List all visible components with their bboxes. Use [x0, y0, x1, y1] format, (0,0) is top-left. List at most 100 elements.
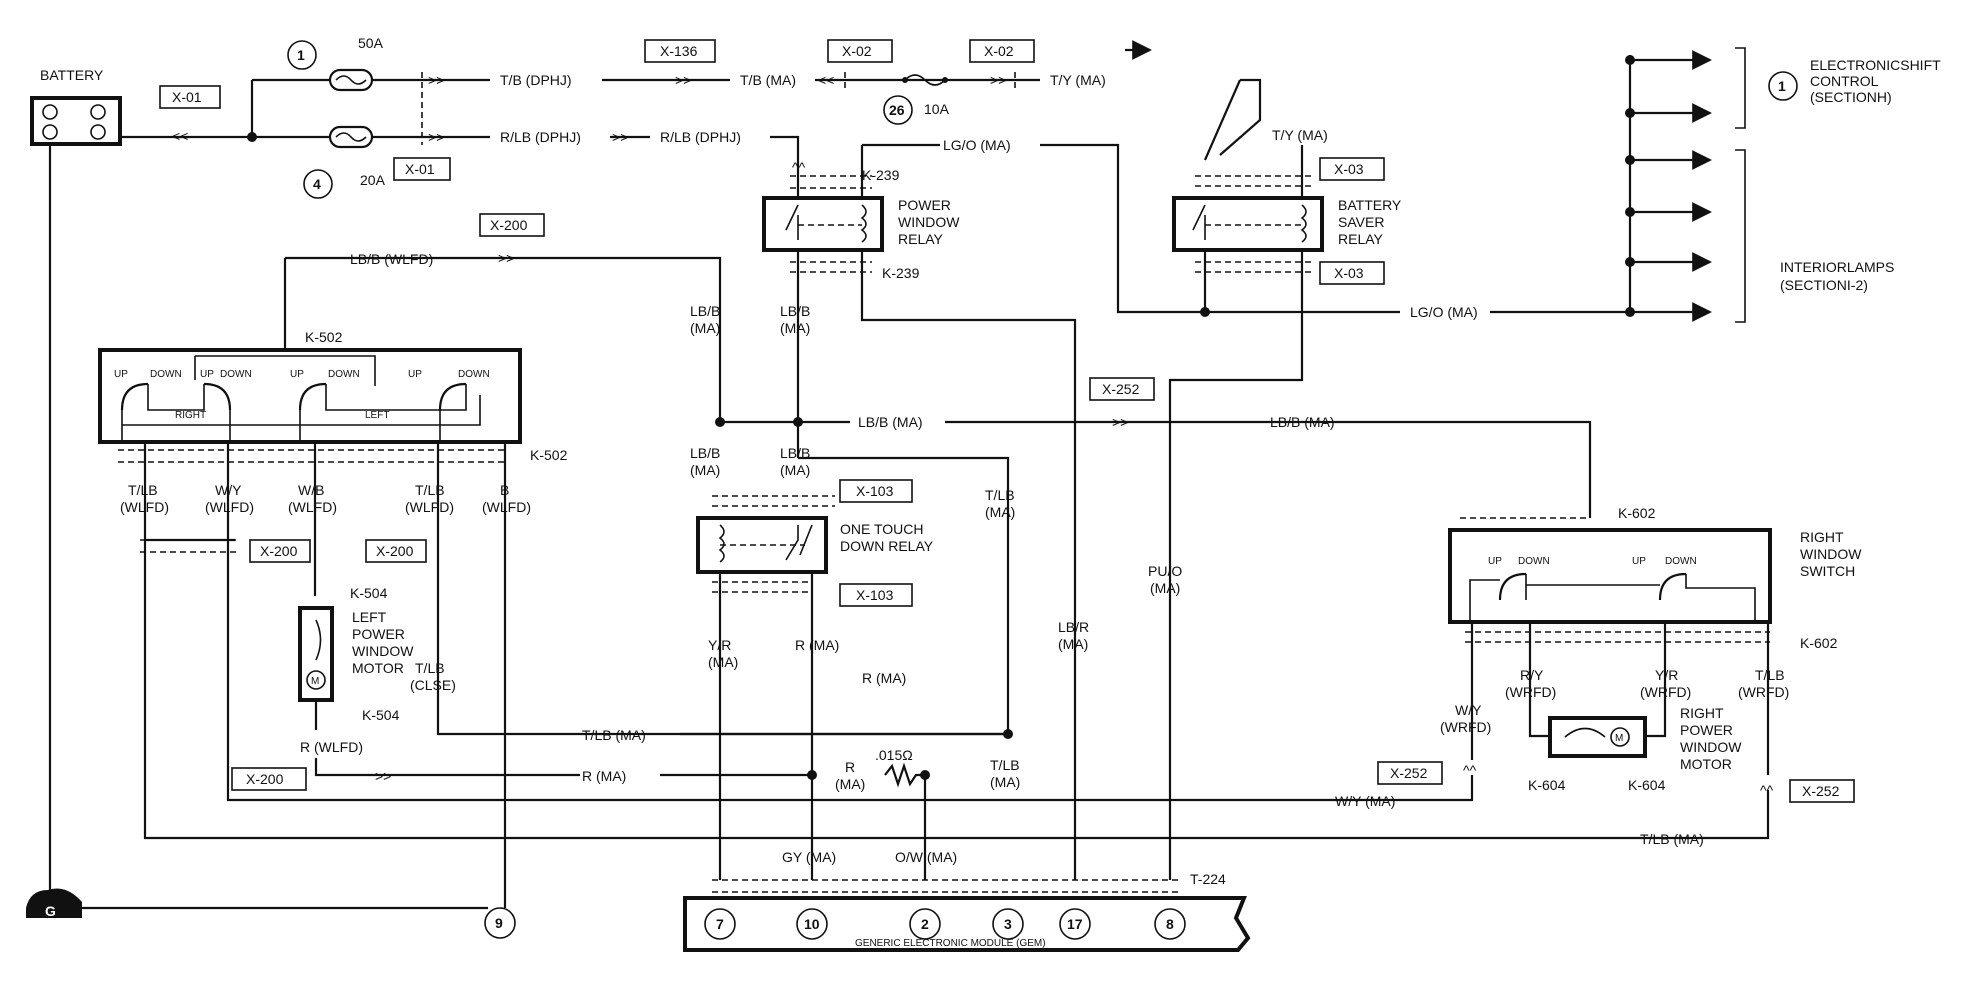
svg-text:10: 10: [804, 916, 820, 932]
svg-text:20A: 20A: [360, 172, 386, 188]
svg-text:Y/R: Y/R: [1655, 667, 1678, 683]
svg-text:R: R: [845, 759, 855, 775]
svg-text:X-01: X-01: [405, 161, 435, 177]
svg-text:T/B (MA): T/B (MA): [740, 72, 796, 88]
svg-text:R (MA): R (MA): [862, 670, 906, 686]
master-window-control-switch: K-502 UP DOWN UP DOWN UP DOWN UP DOWN RI…: [98, 329, 522, 444]
svg-text:WINDOW: WINDOW: [352, 643, 414, 659]
svg-text:(WLFD): (WLFD): [205, 499, 254, 515]
svg-text:(WRFD): (WRFD): [1738, 684, 1789, 700]
svg-text:>>: >>: [428, 129, 444, 145]
svg-text:T/LB (MA): T/LB (MA): [582, 727, 646, 743]
svg-text:2: 2: [921, 916, 929, 932]
battery: BATTERY: [30, 67, 122, 146]
svg-text:T/B (DPHJ): T/B (DPHJ): [500, 72, 572, 88]
svg-text:CONTROL: CONTROL: [1810, 73, 1879, 89]
svg-text:<<: <<: [818, 72, 834, 88]
fuse-10a: [902, 74, 948, 86]
svg-text:10A: 10A: [924, 101, 950, 117]
svg-text:>>: >>: [498, 250, 514, 266]
svg-text:(MA): (MA): [708, 654, 738, 670]
battery-saver-relay: [1172, 196, 1324, 252]
one-touch-down-relay: [696, 516, 828, 574]
svg-text:<<: <<: [172, 128, 188, 144]
svg-text:K-504: K-504: [362, 707, 400, 723]
svg-text:T/LB: T/LB: [1755, 667, 1785, 683]
right-power-window-motor: M: [1548, 716, 1647, 758]
svg-text:(SECTIONI-2): (SECTIONI-2): [1780, 277, 1868, 293]
svg-text:RELAY: RELAY: [898, 231, 944, 247]
svg-text:LB/B (MA): LB/B (MA): [1270, 414, 1335, 430]
svg-text:T/LB: T/LB: [985, 487, 1015, 503]
svg-text:T/LB: T/LB: [415, 482, 445, 498]
svg-text:RELAY: RELAY: [1338, 231, 1384, 247]
svg-text:(WLFD): (WLFD): [288, 499, 337, 515]
svg-text:(CLSE): (CLSE): [410, 677, 456, 693]
svg-text:LB/B: LB/B: [690, 445, 720, 461]
svg-text:R/LB (DPHJ): R/LB (DPHJ): [500, 129, 581, 145]
svg-text:LEFT: LEFT: [352, 609, 387, 625]
fuse-50a: [328, 68, 374, 92]
svg-text:T/Y (MA): T/Y (MA): [1272, 127, 1328, 143]
svg-text:(MA): (MA): [990, 774, 1020, 790]
svg-text:R (MA): R (MA): [582, 768, 626, 784]
connector-x01-a: [159, 85, 221, 109]
svg-text:RIGHT: RIGHT: [175, 410, 206, 421]
svg-text:GY (MA): GY (MA): [782, 849, 836, 865]
svg-text:UP: UP: [114, 369, 128, 380]
svg-text:RIGHT: RIGHT: [1800, 529, 1844, 545]
svg-text:PU/O: PU/O: [1148, 563, 1182, 579]
svg-text:SAVER: SAVER: [1338, 214, 1384, 230]
svg-text:B: B: [500, 482, 509, 498]
svg-text:>>: >>: [990, 72, 1006, 88]
right-window-switch: UP DOWN UP DOWN: [1448, 528, 1772, 624]
svg-text:POWER: POWER: [898, 197, 951, 213]
svg-text:X-03: X-03: [1334, 265, 1364, 281]
svg-text:(WLFD): (WLFD): [120, 499, 169, 515]
svg-text:(WRFD): (WRFD): [1440, 719, 1491, 735]
svg-text:T/LB: T/LB: [990, 757, 1020, 773]
svg-text:>>: >>: [675, 72, 691, 88]
svg-text:^^: ^^: [1463, 762, 1477, 778]
svg-text:WINDOW: WINDOW: [1680, 739, 1742, 755]
svg-text:^^: ^^: [1760, 782, 1774, 798]
svg-text:X-103: X-103: [856, 483, 894, 499]
svg-text:LB/R: LB/R: [1058, 619, 1089, 635]
svg-text:ELECTRONICSHIFT: ELECTRONICSHIFT: [1810, 57, 1941, 73]
svg-text:50A: 50A: [358, 35, 384, 51]
svg-text:ONE TOUCH: ONE TOUCH: [840, 521, 924, 537]
svg-text:4: 4: [313, 176, 321, 192]
svg-text:X-02: X-02: [842, 43, 872, 59]
svg-text:UP: UP: [290, 369, 304, 380]
svg-text:K-602: K-602: [1800, 635, 1838, 651]
svg-text:.015Ω: .015Ω: [875, 747, 913, 763]
svg-text:INTERIORLAMPS: INTERIORLAMPS: [1780, 259, 1894, 275]
svg-text:9: 9: [495, 915, 503, 931]
svg-text:POWER: POWER: [352, 626, 405, 642]
svg-text:DOWN: DOWN: [150, 369, 182, 380]
svg-text:K-502: K-502: [530, 447, 568, 463]
svg-text:W/B: W/B: [298, 482, 324, 498]
svg-text:LB/B (WLFD): LB/B (WLFD): [350, 251, 433, 267]
svg-text:WINDOW: WINDOW: [898, 214, 960, 230]
svg-text:LB/B (MA): LB/B (MA): [858, 414, 923, 430]
svg-text:(WRFD): (WRFD): [1505, 684, 1556, 700]
svg-text:UP: UP: [408, 369, 422, 380]
svg-text:RIGHT: RIGHT: [1680, 705, 1724, 721]
svg-text:MOTOR: MOTOR: [352, 660, 404, 676]
fuse-20a: [328, 125, 374, 149]
svg-text:UP: UP: [1488, 556, 1502, 567]
svg-text:DOWN: DOWN: [1665, 556, 1697, 567]
svg-text:X-01: X-01: [172, 89, 202, 105]
svg-text:G: G: [45, 903, 56, 919]
svg-text:17: 17: [1067, 916, 1083, 932]
svg-text:(MA): (MA): [1150, 580, 1180, 596]
ground-pin-circle: [484, 907, 516, 939]
svg-text:>>: >>: [375, 768, 391, 784]
svg-text:(MA): (MA): [985, 504, 1015, 520]
svg-text:1: 1: [1778, 78, 1786, 94]
svg-text:8: 8: [1166, 916, 1174, 932]
svg-text:LB/B: LB/B: [780, 303, 810, 319]
svg-text:MOTOR: MOTOR: [1680, 756, 1732, 772]
svg-text:LB/B: LB/B: [780, 445, 810, 461]
